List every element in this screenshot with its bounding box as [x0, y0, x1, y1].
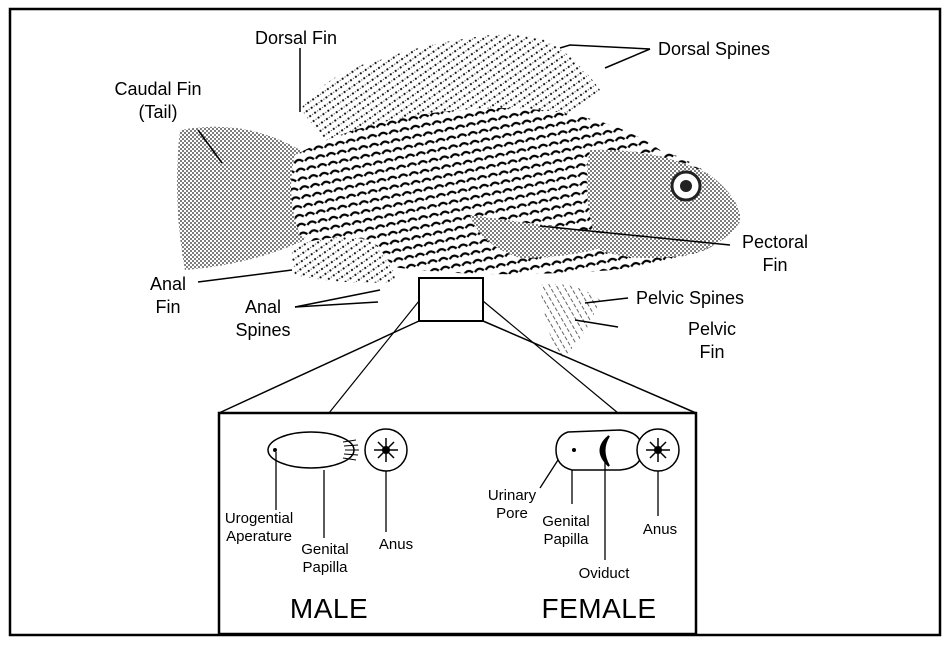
- label-anal-spines: Anal: [245, 297, 281, 317]
- male-genital-papilla-shape: [268, 432, 354, 468]
- label-female-genital: Genital: [542, 513, 590, 530]
- label-urogenital: Urogential: [225, 510, 293, 527]
- label-pelvic-spines: Pelvic Spines: [636, 288, 744, 308]
- label-male-anus: Anus: [379, 536, 413, 553]
- label-urinary: Urinary: [488, 487, 537, 504]
- label-female-papilla: Papilla: [543, 531, 589, 548]
- label-anal-fin: Anal: [150, 274, 186, 294]
- label-male-genital: Genital: [301, 541, 349, 558]
- label-caudal-fin: Caudal Fin: [114, 79, 201, 99]
- label-pectoral-fin: Fin: [762, 255, 787, 275]
- female-urinary-pore-dot: [572, 448, 576, 452]
- label-oviduct: Oviduct: [579, 565, 631, 582]
- label-male-papilla: Papilla: [302, 559, 348, 576]
- label-pelvic-fin-2: Fin: [699, 342, 724, 362]
- label-pore: Pore: [496, 505, 528, 522]
- male-urogenital-aperture-dot: [273, 448, 277, 452]
- label-dorsal-fin: Dorsal Fin: [255, 28, 337, 48]
- female-genital-papilla-shape: [556, 430, 642, 470]
- label-anal-fin-2: Fin: [155, 297, 180, 317]
- label-dorsal-spines: Dorsal Spines: [658, 39, 770, 59]
- male-title: MALE: [290, 593, 368, 624]
- label-female-anus: Anus: [643, 521, 677, 538]
- label-caudal-fin-tail: (Tail): [139, 102, 178, 122]
- magnified-region-marker: [419, 278, 483, 321]
- female-title: FEMALE: [541, 593, 656, 624]
- label-pectoral: Pectoral: [742, 232, 808, 252]
- label-pelvic-fin: Pelvic: [688, 319, 736, 339]
- label-aperture: Aperature: [226, 528, 292, 545]
- label-anal-spines-2: Spines: [235, 320, 290, 340]
